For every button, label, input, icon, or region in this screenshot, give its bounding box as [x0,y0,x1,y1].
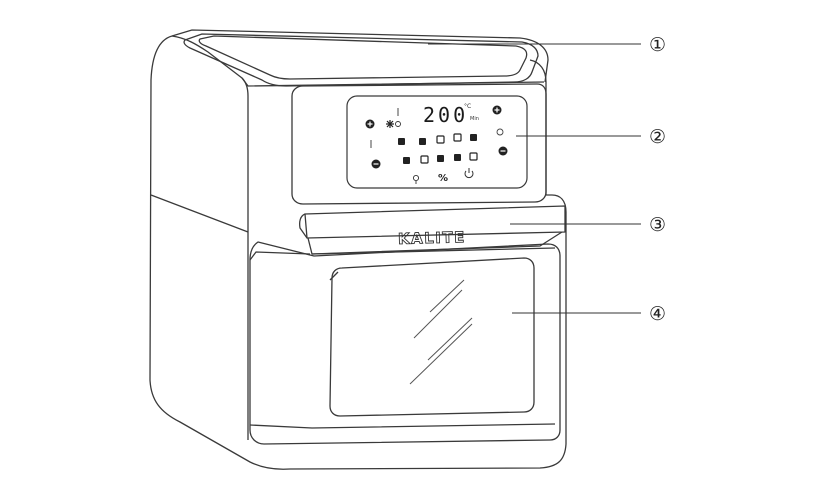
callout-leaders [428,43,641,314]
temp-plus-button[interactable] [365,119,375,129]
power-icon[interactable] [464,168,474,179]
callout-1: ① [649,34,666,56]
preset-buttons-row-2 [403,152,478,164]
light-bulb-icon[interactable] [412,174,420,184]
time-minus-button[interactable] [498,146,508,156]
fan-icon [386,120,394,128]
preset-fries-button[interactable] [398,138,405,145]
preset-dehydrate-button[interactable] [454,154,461,161]
appliance-body [149,29,567,470]
preset-rotisserie-button[interactable] [437,155,444,162]
preset-reheat-button[interactable] [469,152,478,161]
control-display [346,95,528,189]
preset-cake-button[interactable] [420,155,429,164]
preset-steak-button[interactable] [419,138,426,145]
thermometer-icon [395,108,401,127]
time-unit-label: Min [470,116,479,122]
preset-buttons-row-1 [398,133,477,145]
window-reflection [409,279,473,385]
preset-pizza-button[interactable] [403,157,410,164]
temperature-readout: 200 [423,103,468,127]
brand-logo: KALITE [398,228,466,248]
callout-2: ② [649,126,666,148]
temp-unit-label: °C [464,103,471,110]
preset-chicken-button[interactable] [436,135,445,144]
callout-3: ③ [649,214,666,236]
percent-button[interactable]: % [438,173,448,184]
time-plus-button[interactable] [492,105,502,115]
preset-shrimp-button[interactable] [470,134,477,141]
temp-minus-button[interactable] [371,159,381,169]
callout-4: ④ [649,303,666,325]
preset-fish-button[interactable] [453,133,462,142]
timer-icon [496,128,504,136]
